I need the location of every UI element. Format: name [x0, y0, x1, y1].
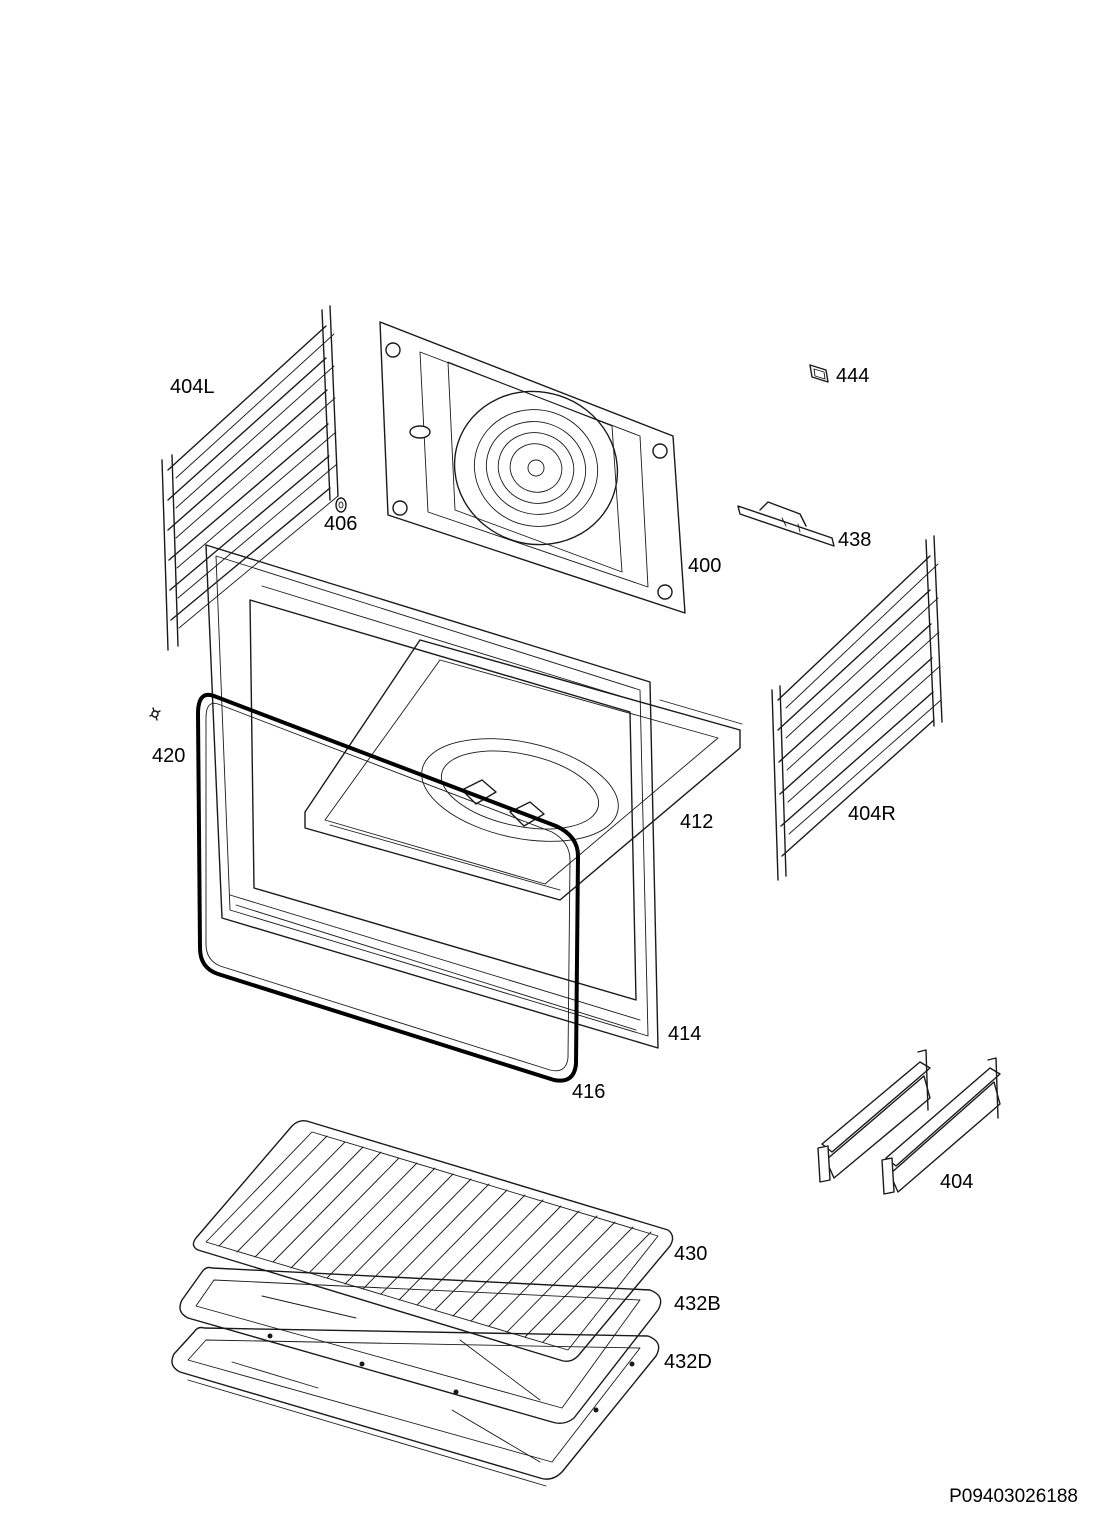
- label-414: 414: [668, 1023, 701, 1045]
- label-444: 444: [836, 365, 869, 387]
- label-400: 400: [688, 555, 721, 577]
- label-404R: 404R: [848, 803, 896, 825]
- label-412: 412: [680, 811, 713, 833]
- label-416: 416: [572, 1081, 605, 1103]
- label-406: 406: [324, 513, 357, 535]
- label-432D: 432D: [664, 1351, 712, 1373]
- label-430: 430: [674, 1243, 707, 1265]
- telescopic-runners: [817, 1049, 1001, 1195]
- tray-432b: [179, 1266, 662, 1425]
- clip-444: [809, 364, 829, 383]
- bracket-438: [737, 501, 835, 547]
- front-frame: [205, 544, 659, 1049]
- document-id: P09403026188: [949, 1486, 1078, 1507]
- label-432B: 432B: [674, 1293, 721, 1315]
- left-shelf-rack: [161, 305, 339, 651]
- oven-cavity: [304, 639, 743, 901]
- label-420: 420: [152, 745, 185, 767]
- door-gasket: [196, 692, 580, 1083]
- fan-cover-panel: [379, 321, 686, 614]
- clip-406: [335, 497, 347, 513]
- label-438: 438: [838, 529, 871, 551]
- screw-420: [149, 707, 161, 721]
- label-404L: 404L: [170, 376, 215, 398]
- tray-432d: [171, 1326, 660, 1487]
- right-shelf-rack: [771, 535, 943, 881]
- label-404: 404: [940, 1171, 973, 1193]
